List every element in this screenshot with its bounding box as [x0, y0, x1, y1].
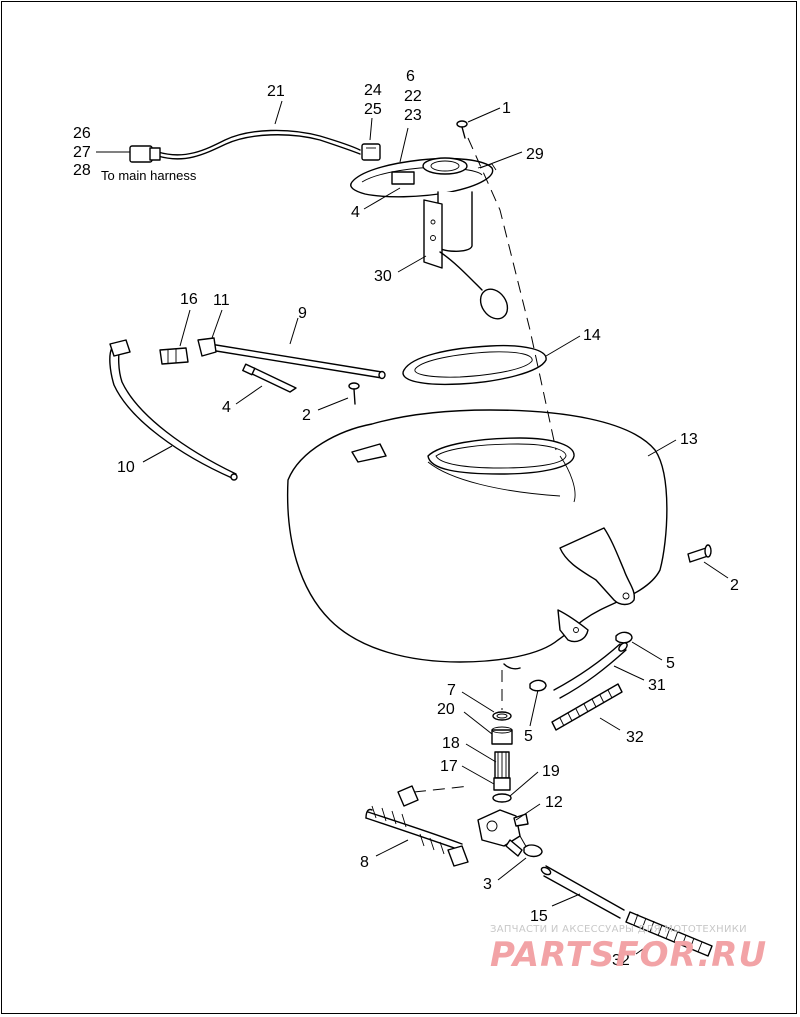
callout-20: 20	[437, 701, 455, 718]
callout-14: 14	[583, 327, 601, 344]
hose-clamp-3	[523, 844, 543, 858]
callout-24: 24	[364, 82, 382, 99]
screw-2-upper	[348, 382, 360, 405]
watermark-brand: PARTSFOR.RU	[490, 935, 767, 975]
vacuum-hose-8	[365, 785, 469, 867]
elbow-fitting-11	[197, 337, 217, 357]
callout-15: 15	[530, 908, 548, 925]
screw-1	[456, 120, 468, 139]
callout-10: 10	[117, 459, 135, 476]
callout-25: 25	[364, 101, 382, 118]
leader-lines	[96, 100, 729, 955]
callout-numbers: 1 2 2 3 4 4 5 5 6 7 8 9 10 11 12 13 14 1…	[73, 68, 739, 969]
callout-7: 7	[447, 682, 456, 699]
callout-17: 17	[440, 758, 458, 775]
assembly-lines	[413, 137, 557, 851]
callout-5-left: 5	[524, 728, 533, 745]
callout-18: 18	[442, 735, 460, 752]
vent-hose-31	[553, 642, 628, 699]
nut-20	[491, 726, 513, 745]
callout-8: 8	[360, 854, 369, 871]
callout-30: 30	[374, 268, 392, 285]
fitting-17	[493, 777, 511, 791]
fuel-pump-module	[350, 157, 509, 320]
watermark: ЗАПЧАСТИ И АКСЕССУАРЫ ДЛЯ МОТОТЕХНИКИ PA…	[490, 924, 767, 975]
o-ring-19	[492, 793, 512, 803]
callout-32-lower: 32	[612, 952, 630, 969]
callout-4-upper: 4	[351, 204, 360, 221]
callout-1: 1	[502, 100, 511, 117]
callout-3: 3	[483, 876, 492, 893]
fuel-pump-harness	[129, 129, 381, 163]
callout-21: 21	[267, 83, 285, 100]
sleeve-32-lower	[625, 911, 713, 957]
callout-12: 12	[545, 794, 563, 811]
callout-27: 27	[73, 144, 91, 161]
callout-32-upper: 32	[626, 729, 644, 746]
screw-2-right	[687, 544, 712, 563]
callout-2-right: 2	[730, 577, 739, 594]
callout-5-right: 5	[666, 655, 675, 672]
rollover-valve-16	[159, 347, 189, 365]
callout-2-upper: 2	[302, 407, 311, 424]
cable-strap-4	[242, 363, 297, 393]
callout-4-left: 4	[222, 399, 231, 416]
watermark-tagline: ЗАПЧАСТИ И АКСЕССУАРЫ ДЛЯ МОТОТЕХНИКИ	[490, 924, 747, 935]
callout-9: 9	[298, 305, 307, 322]
callout-11: 11	[213, 292, 230, 309]
vent-hose-10	[109, 339, 238, 481]
hose-clamp-5-right	[615, 631, 633, 644]
callout-6: 6	[406, 68, 415, 85]
sleeve-32-upper	[551, 683, 623, 731]
callout-28: 28	[73, 162, 91, 179]
callout-29: 29	[526, 146, 544, 163]
gasket-14	[402, 344, 547, 386]
hose-clamp-5-left	[529, 679, 547, 692]
fuel-line-15	[540, 865, 625, 919]
strainer-18	[494, 751, 510, 779]
callout-26: 26	[73, 125, 91, 142]
callout-19: 19	[542, 763, 560, 780]
callout-31: 31	[648, 677, 666, 694]
o-ring-7	[492, 711, 512, 721]
callout-23: 23	[404, 107, 422, 124]
vent-tube-9	[209, 343, 386, 380]
callout-16: 16	[180, 291, 198, 308]
callout-13: 13	[680, 431, 698, 448]
harness-label: To main harness	[101, 168, 197, 183]
callout-22: 22	[404, 88, 422, 105]
fuel-tank-13	[286, 409, 668, 670]
